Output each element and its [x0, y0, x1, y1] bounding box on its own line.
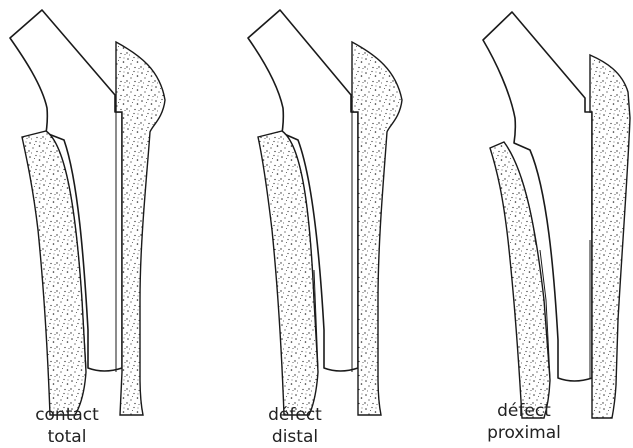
right-cortical-bone: [116, 42, 165, 415]
right-cortical-bone: [590, 55, 630, 418]
caption-contact-total: contact total: [22, 404, 112, 448]
caption-line1: défect: [474, 400, 574, 422]
caption-defect-distal: défect distal: [250, 404, 340, 448]
panel-contact-total: [10, 10, 165, 415]
panel-defect-proximal: [483, 12, 630, 418]
caption-line1: contact: [22, 404, 112, 426]
panel-defect-distal: [248, 10, 402, 415]
caption-defect-proximal: défect proximal: [474, 400, 574, 444]
caption-line1: défect: [250, 404, 340, 426]
right-cortical-bone: [352, 42, 402, 415]
caption-line2: proximal: [474, 422, 574, 444]
